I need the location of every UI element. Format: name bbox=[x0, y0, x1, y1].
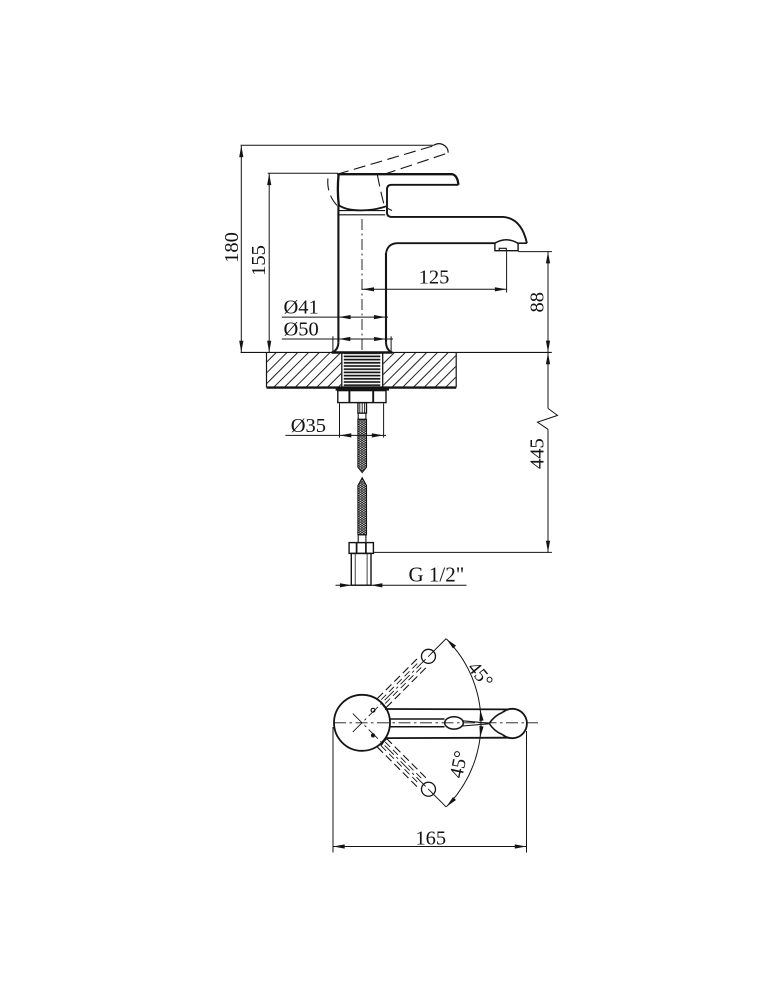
svg-text:Ø50: Ø50 bbox=[283, 319, 318, 341]
svg-text:165: 165 bbox=[415, 827, 446, 849]
svg-text:Ø41: Ø41 bbox=[283, 297, 318, 319]
svg-text:125: 125 bbox=[419, 266, 450, 288]
svg-text:155: 155 bbox=[248, 245, 270, 276]
svg-text:180: 180 bbox=[221, 232, 243, 263]
svg-text:G 1/2": G 1/2" bbox=[408, 563, 464, 587]
svg-text:88: 88 bbox=[527, 292, 549, 313]
svg-text:45°: 45° bbox=[463, 658, 497, 692]
svg-text:445: 445 bbox=[527, 438, 549, 469]
svg-text:Ø35: Ø35 bbox=[291, 415, 326, 437]
